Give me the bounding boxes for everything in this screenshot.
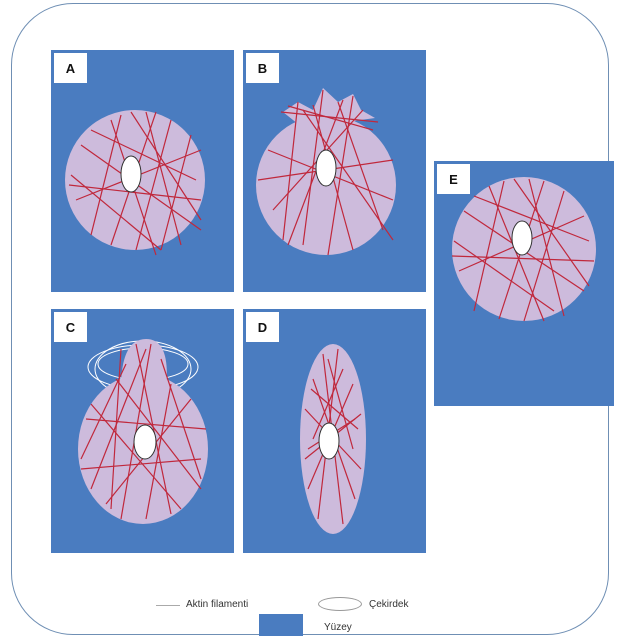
panel-c: C xyxy=(51,309,234,553)
nucleus xyxy=(316,150,336,186)
nucleus xyxy=(134,425,156,459)
panel-a-label: A xyxy=(54,53,87,83)
panel-a: A xyxy=(51,50,234,292)
legend-actin-label: Aktin filamenti xyxy=(186,599,248,610)
panel-b-drawing xyxy=(243,50,426,292)
panel-d-label: D xyxy=(246,312,279,342)
nucleus xyxy=(512,221,532,255)
nucleus xyxy=(319,423,339,459)
legend-nucleus-label: Çekirdek xyxy=(369,599,408,610)
panel-b-label: B xyxy=(246,53,279,83)
panel-c-drawing xyxy=(51,309,234,553)
panel-e-label: E xyxy=(437,164,470,194)
legend-actin-swatch xyxy=(156,605,180,606)
legend-surface-label: Yüzey xyxy=(324,622,352,633)
panel-d: D xyxy=(243,309,426,553)
nucleus xyxy=(121,156,141,192)
panel-e-drawing xyxy=(434,161,614,406)
panel-a-drawing xyxy=(51,50,234,292)
legend-nucleus-swatch xyxy=(318,597,362,611)
panel-c-label: C xyxy=(54,312,87,342)
legend-surface-swatch xyxy=(259,614,303,636)
panel-d-drawing xyxy=(243,309,426,553)
panel-b: B xyxy=(243,50,426,292)
panel-e: E xyxy=(434,161,614,406)
